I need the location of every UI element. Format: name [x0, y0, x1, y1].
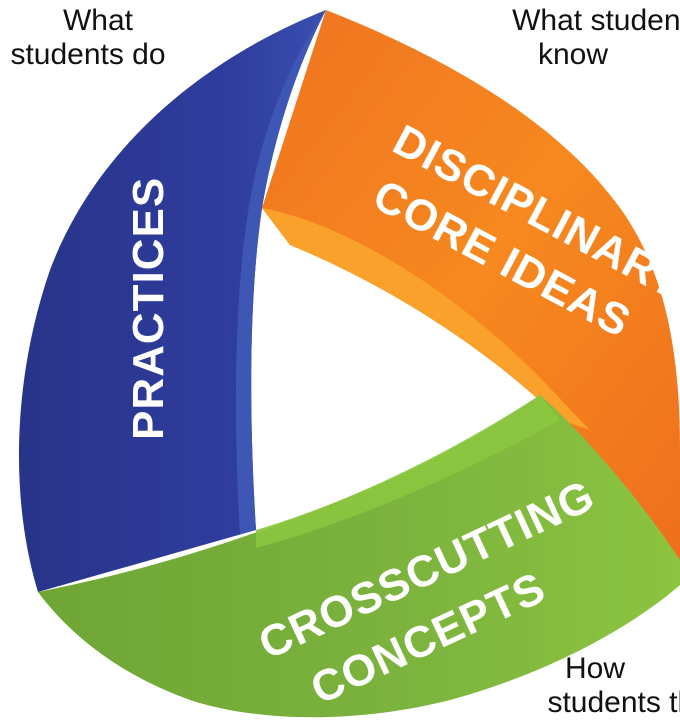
caption-how-students-think: How students think: [510, 652, 680, 720]
caption-what-students-know: What students know: [478, 4, 680, 72]
caption-line: students do: [10, 38, 166, 71]
caption-line: know: [537, 38, 609, 71]
caption-line: What students: [512, 4, 680, 37]
practices-shade: [235, 10, 326, 534]
caption-line: How: [564, 652, 625, 685]
practices-label: PRACTICES: [124, 177, 173, 440]
crosscutting-shade: [256, 395, 560, 548]
caption-what-students-do: What students do: [0, 4, 176, 72]
crosscutting-segment: [38, 395, 680, 718]
caption-line: What: [62, 4, 134, 37]
caption-line: students think: [547, 686, 680, 719]
core-ideas-shade: [262, 208, 590, 430]
